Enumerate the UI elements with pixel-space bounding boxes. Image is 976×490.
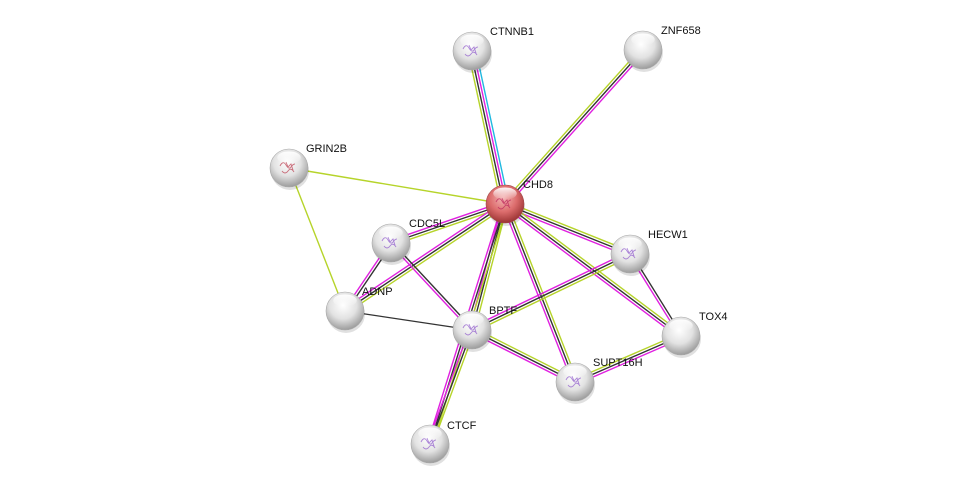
- edge-chd8-ctnnb1[interactable]: [467, 50, 510, 205]
- node-label: CTNNB1: [490, 26, 534, 38]
- edge-line-textmining: [288, 167, 346, 312]
- node-label: TOX4: [699, 311, 728, 323]
- node-label: GRIN2B: [306, 143, 347, 155]
- edge-line-textmining: [502, 47, 642, 203]
- edge-line-textmining: [472, 327, 577, 381]
- node-bptf[interactable]: BPTF: [452, 305, 517, 352]
- node-highlight: [460, 34, 484, 47]
- edge-line-textmining: [573, 332, 681, 381]
- node-label: HECW1: [648, 229, 688, 241]
- edge-line-experiments: [470, 331, 575, 385]
- edge-line-coexpression: [504, 203, 576, 383]
- node-adnp[interactable]: ADNP: [325, 286, 393, 333]
- edge-line-textmining: [467, 51, 502, 205]
- edge-line-coexpression: [390, 203, 506, 244]
- node-cdc5l[interactable]: CDC5L: [371, 218, 445, 265]
- node-chd8[interactable]: CHD8: [485, 179, 553, 226]
- node-label: CDC5L: [409, 218, 445, 230]
- edge-chd8-hecw1[interactable]: [503, 200, 632, 258]
- node-label: BPTF: [489, 305, 517, 317]
- node-znf658[interactable]: ZNF658: [623, 25, 701, 72]
- edge-line-textmining: [505, 200, 632, 253]
- edge-line-textmining: [473, 204, 509, 331]
- node-highlight: [333, 294, 357, 307]
- edge-line-textmining: [506, 202, 579, 382]
- edge-line-textmining: [431, 330, 476, 446]
- edge-line-experiments: [426, 328, 471, 444]
- edge-bptf-ctcf[interactable]: [426, 328, 476, 446]
- edge-line-experiments: [343, 201, 504, 310]
- node-tox4[interactable]: TOX4: [661, 311, 728, 358]
- edge-line-coexpression: [504, 203, 631, 255]
- edge-line-coexpression: [504, 203, 682, 337]
- edge-line-textmining: [288, 167, 506, 205]
- node-label: ADNP: [362, 286, 393, 298]
- edge-line-textmining: [472, 255, 632, 333]
- edge-chd8-adnp[interactable]: [343, 201, 507, 314]
- edge-chd8-znf658[interactable]: [502, 47, 646, 207]
- edge-line-coexpression: [344, 203, 506, 312]
- edge-chd8-supt16h[interactable]: [501, 202, 579, 384]
- edge-cdc5l-bptf[interactable]: [389, 241, 474, 332]
- node-label: ZNF658: [661, 25, 701, 37]
- edge-line-coexpression: [344, 310, 473, 331]
- edge-line-experiments: [575, 337, 683, 386]
- edge-adnp-bptf[interactable]: [344, 310, 473, 331]
- edge-line-textmining: [346, 205, 507, 314]
- edge-line-experiments: [506, 51, 646, 207]
- node-highlight: [460, 313, 484, 326]
- node-highlight: [277, 151, 301, 164]
- edge-grin2b-adnp[interactable]: [288, 167, 346, 312]
- edge-line-coexpression: [504, 49, 644, 205]
- edge-line-experiments: [470, 251, 630, 329]
- node-highlight: [563, 365, 587, 378]
- node-highlight: [669, 319, 693, 332]
- edge-line-experiments: [389, 243, 472, 332]
- edge-line-database: [475, 50, 510, 204]
- node-highlight: [379, 226, 403, 239]
- edge-line-coexpression: [471, 253, 631, 331]
- node-label: CHD8: [523, 179, 553, 191]
- edge-line-coexpression: [391, 241, 474, 330]
- node-highlight: [493, 187, 517, 200]
- edge-line-experiments: [503, 205, 630, 258]
- edge-line-coexpression: [429, 329, 473, 445]
- node-highlight: [618, 237, 642, 250]
- node-grin2b[interactable]: GRIN2B: [269, 143, 347, 190]
- node-ctcf[interactable]: CTCF: [410, 420, 477, 466]
- node-supt16h[interactable]: SUPT16H: [555, 357, 643, 404]
- node-ctnnb1[interactable]: CTNNB1: [452, 26, 534, 73]
- node-label: CTCF: [447, 420, 477, 432]
- node-label: SUPT16H: [593, 357, 643, 369]
- edge-line-experiments: [501, 204, 574, 384]
- edge-line-experiments: [389, 200, 505, 242]
- edge-chd8-grin2b[interactable]: [288, 167, 506, 205]
- edge-hecw1-bptf[interactable]: [470, 251, 632, 333]
- edge-line-experiments: [472, 50, 507, 204]
- edge-line-coexpression: [470, 51, 505, 205]
- node-hecw1[interactable]: HECW1: [610, 229, 688, 276]
- node-highlight: [418, 427, 442, 440]
- node-highlight: [631, 33, 655, 46]
